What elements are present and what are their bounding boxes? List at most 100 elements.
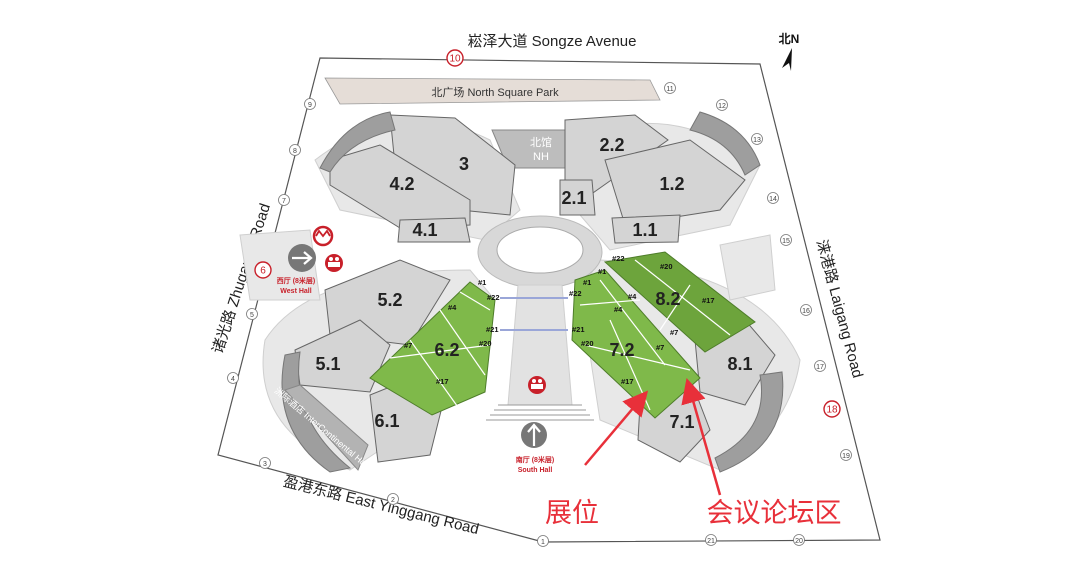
hall-labels: 3 4.2 4.1 2.2 2.1 1.2 1.1 5.2 5.1 6.1 6.…: [315, 135, 752, 432]
gate-marker: [387, 493, 399, 505]
south-steps: [486, 404, 594, 421]
compass-label: 北N: [779, 31, 800, 46]
booth-tag: #7: [404, 341, 412, 350]
gate-number: 3: [263, 461, 267, 468]
hall-label-7-2: 7.2: [609, 340, 634, 360]
hall-label-5-1: 5.1: [315, 354, 340, 374]
hall-1-2: [604, 139, 746, 226]
gate-marker: [823, 400, 841, 418]
hall-label-5-2: 5.2: [377, 290, 402, 310]
gate-marker: [800, 304, 812, 316]
hall-2-1: [559, 179, 596, 216]
hall-label-8-2: 8.2: [655, 289, 680, 309]
gate-number: 2: [391, 497, 395, 504]
gate-number: 9: [308, 102, 312, 109]
hall-4-1: [397, 217, 471, 243]
hall-8-2-green: [603, 251, 756, 353]
gate-marker: [751, 133, 763, 145]
gate-number: 18: [826, 405, 838, 416]
north-arrow-icon: [782, 48, 792, 71]
gate-number: 7: [282, 198, 286, 205]
booth-tag: #4: [628, 292, 637, 301]
hall-label-4-2: 4.2: [389, 174, 414, 194]
gate-marker: [304, 98, 316, 110]
gate-marker: [289, 144, 301, 156]
booth-tag: #22: [612, 254, 625, 263]
gate-marker: [664, 82, 676, 94]
hall-label-1-1: 1.1: [632, 220, 657, 240]
gate-number: 10: [449, 54, 461, 65]
gate-marker: [716, 99, 728, 111]
north-square-label: 北广场 North Square Park: [431, 85, 559, 99]
booth-tag: #1: [583, 278, 591, 287]
gate-number: 12: [718, 103, 726, 110]
gate-marker: [705, 534, 717, 546]
booth-tag: #21: [486, 325, 499, 334]
west-hall-cn: 西厅 (8米层): [277, 276, 316, 285]
hall-label-3: 3: [459, 154, 469, 174]
gate-marker: [446, 49, 464, 67]
booth-tag: #22: [487, 293, 500, 302]
booth-tag: #20: [479, 339, 492, 348]
road-north-label: 崧泽大道 Songze Avenue: [468, 33, 637, 50]
gate-marker: [246, 308, 258, 320]
gate-number: 21: [707, 538, 715, 545]
north-square-park: [324, 77, 661, 105]
booth-tag: #1: [478, 278, 486, 287]
booth-tags: #1 #22 #4 #21 #20 #7 #17 #1 #22 #4 #21 #…: [404, 254, 715, 386]
booth-area-annotation: 展位: [545, 498, 599, 528]
booth-tag: #21: [572, 325, 585, 334]
booth-tag: #22: [569, 289, 582, 298]
hall-label-6-1: 6.1: [374, 411, 399, 431]
hall-7-2-area: [571, 269, 701, 419]
hall-7-2-green: [571, 269, 701, 419]
hall-1-1: [611, 214, 681, 244]
gray-halls: [294, 114, 776, 463]
connector-bridges: [500, 297, 568, 331]
gate-marker: [780, 234, 792, 246]
booth-tag: #17: [436, 377, 449, 386]
gate-number: 19: [842, 453, 850, 460]
gate-number: 16: [802, 308, 810, 315]
booth-tag: #20: [660, 262, 673, 271]
booth-tag: #7: [670, 328, 678, 337]
annotations: 展位 会议论坛区: [545, 377, 842, 528]
gate-marker: [767, 192, 779, 204]
booth-tag: #1: [598, 267, 606, 276]
gate-number: 14: [769, 196, 777, 203]
booth-tag: #4: [614, 305, 623, 314]
gate-marker: [254, 261, 272, 279]
gate-marker: [840, 449, 852, 461]
west-hall-entrance: 西厅 (8米层) West Hall: [277, 244, 316, 295]
gate-number: 5: [250, 312, 254, 319]
central-plaza-inner: [496, 226, 584, 274]
gate-number: 17: [816, 364, 824, 371]
gate-marker: [227, 372, 239, 384]
gate-number: 11: [666, 86, 673, 93]
hall-label-7-1: 7.1: [669, 412, 694, 432]
south-hall-cn: 南厅 (8米层): [516, 455, 555, 464]
hall-label-1-2: 1.2: [659, 174, 684, 194]
hall-label-8-1: 8.1: [727, 354, 752, 374]
gate-number: 20: [795, 538, 803, 545]
west-hall-en: West Hall: [280, 288, 311, 295]
metro-icon: [312, 225, 334, 247]
compass: 北N: [779, 31, 800, 71]
forum-area-annotation: 会议论坛区: [707, 498, 842, 528]
service-desk-icon: [528, 376, 546, 394]
hall-label-4-1: 4.1: [412, 220, 437, 240]
annotation-arrow: [681, 377, 722, 496]
gate-marker: [537, 535, 549, 547]
hall-label-2-1: 2.1: [561, 188, 586, 208]
service-desk-icon: [325, 254, 343, 272]
gate-number: 8: [293, 148, 297, 155]
gate-marker: [278, 194, 290, 206]
gate-marker: [259, 457, 271, 469]
hall-label-6-2: 6.2: [434, 340, 459, 360]
hotel-strip: [284, 384, 369, 471]
hall-4-2: [329, 144, 471, 229]
hall-6-2-area: [369, 281, 496, 416]
booth-tag: #17: [702, 296, 715, 305]
